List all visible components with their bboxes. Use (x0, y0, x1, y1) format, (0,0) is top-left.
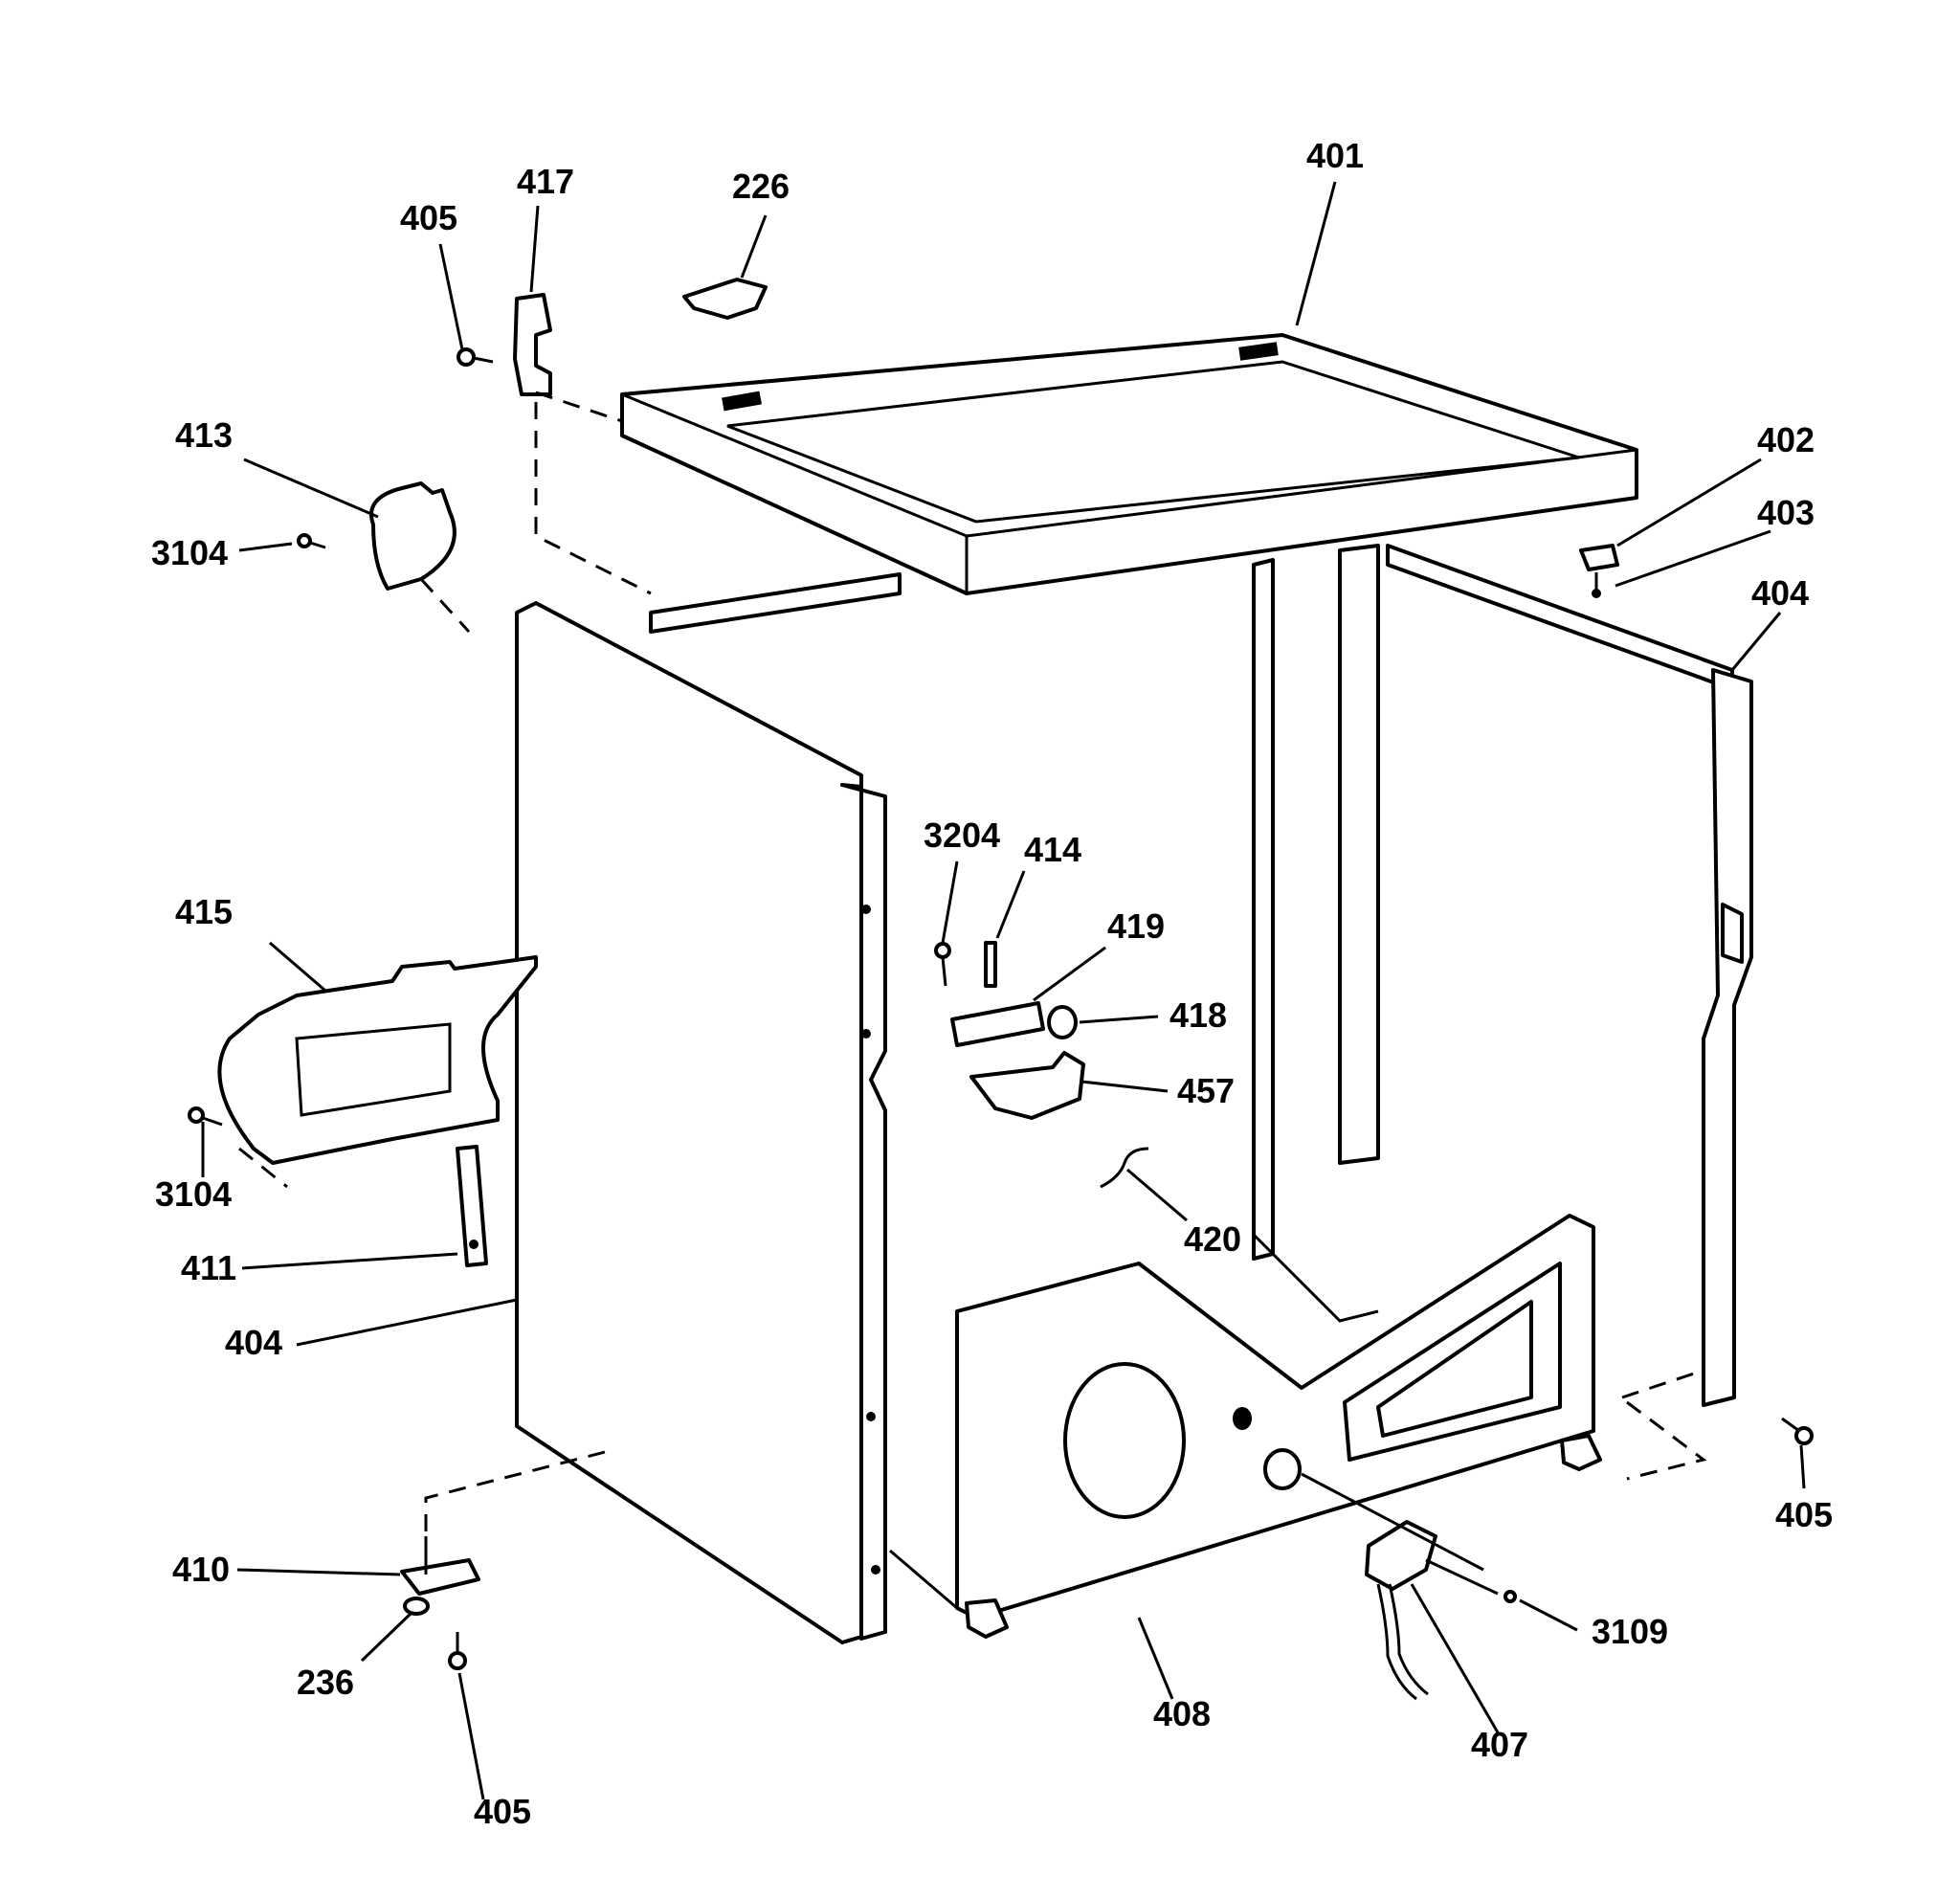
bracket-457 (969, 1051, 1085, 1120)
callout-403: 403 (1757, 493, 1815, 532)
callout-418: 418 (1169, 995, 1227, 1035)
clip-226 (682, 278, 768, 320)
foot-236 (403, 1597, 430, 1616)
callout-236: 236 (297, 1663, 354, 1702)
callout-410: 410 (172, 1550, 230, 1589)
callout-420: 420 (1184, 1219, 1241, 1259)
callout-405-top: 405 (400, 198, 457, 237)
callout-226: 226 (732, 167, 790, 206)
screw-403 (1592, 572, 1601, 598)
bracket-411 (456, 1145, 488, 1267)
callout-401: 401 (1306, 136, 1364, 175)
callout-413: 413 (175, 415, 233, 455)
callout-419: 419 (1107, 906, 1165, 946)
base-bulkhead-408 (889, 1214, 1602, 1639)
callout-408: 408 (1153, 1694, 1211, 1733)
callout-3104-top: 3104 (151, 533, 228, 572)
power-cord-407 (1365, 1520, 1437, 1701)
screw-405-bottom (448, 1632, 467, 1670)
glide-402 (1579, 544, 1619, 571)
callout-407: 407 (1471, 1725, 1528, 1764)
right-side-panel-404 (1702, 668, 1753, 1407)
screw-3104-top (297, 533, 326, 549)
terminal-block-419 (950, 1001, 1045, 1047)
callout-3109: 3109 (1592, 1612, 1668, 1651)
hinge-bracket-417 (513, 293, 552, 396)
callout-414: 414 (1024, 830, 1081, 869)
grommet-418 (1047, 1005, 1078, 1039)
screw-3204 (934, 942, 951, 987)
screw-3109 (1503, 1590, 1517, 1603)
callout-3204: 3204 (924, 815, 1000, 855)
leader-lines (201, 181, 1806, 1800)
callout-labels: 401 417 226 405 413 3104 402 403 404 320… (151, 136, 1833, 1831)
callout-411: 411 (181, 1248, 236, 1287)
screw-3104-left (188, 1106, 223, 1127)
screw-405-top (457, 347, 494, 367)
callout-405-right: 405 (1775, 1495, 1833, 1534)
callout-457: 457 (1177, 1071, 1235, 1110)
callout-402: 402 (1757, 420, 1815, 459)
callout-404-left: 404 (225, 1323, 282, 1362)
left-side-panel-404 (515, 601, 887, 1644)
spring-clip-420 (1100, 1147, 1149, 1189)
callout-405-bottom: 405 (474, 1792, 531, 1831)
callout-3104-left: 3104 (155, 1174, 232, 1214)
pin-414 (984, 941, 997, 988)
top-panel-401 (620, 333, 1638, 595)
assembly-guide-lines (238, 391, 1707, 1531)
screw-405-right (1781, 1417, 1814, 1445)
callout-417: 417 (517, 162, 574, 201)
cabinet-rear-frame (649, 544, 1734, 1323)
callout-404-right: 404 (1751, 573, 1809, 613)
access-panel-415 (217, 955, 538, 1165)
leveling-leg-410 (400, 1536, 480, 1596)
callout-415: 415 (175, 892, 233, 931)
cover-plate-413 (369, 481, 457, 591)
